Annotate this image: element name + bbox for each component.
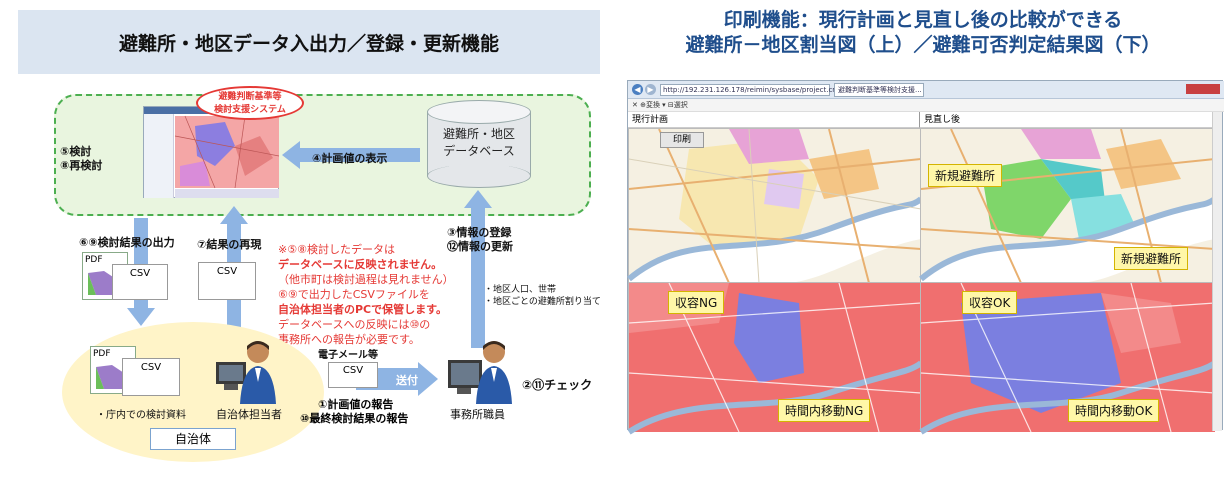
browser-menubar[interactable]: ✕ ⊕変換 ▾ ⊟選択 <box>628 99 1224 112</box>
address-bar[interactable]: http://192.231.126.178/reimin/sysbase/pr… <box>660 84 839 96</box>
csv-file-send: CSV <box>328 362 378 388</box>
db-label-1: 避難所・地区 <box>442 127 515 141</box>
note-line-2: データベースに反映されません。 <box>278 258 443 271</box>
pdf-label-lower: PDF <box>93 349 111 359</box>
csv-label-reproduce: CSV <box>216 266 238 277</box>
step-review-2: ⑧再検討 <box>60 159 103 172</box>
scrollbar[interactable] <box>1212 112 1222 431</box>
register-label-1: ③情報の登録 <box>447 226 512 239</box>
database-cylinder: 避難所・地区 データベース <box>427 100 531 188</box>
population-label: ・地区人口、世帯 ・地区ごとの避難所割り当て <box>484 284 601 308</box>
badge-line-2: 検討支援システム <box>214 105 286 115</box>
right-panel: 印刷機能：現行計画と見直し後の比較ができる 避難所－地区割当図（上）／避難可否判… <box>615 0 1231 493</box>
browser-tab[interactable]: 避難判断基準等検討支援... <box>834 83 924 97</box>
browser-window: ◀ ▶ http://192.231.126.178/reimin/sysbas… <box>627 80 1224 435</box>
step-review-1: ⑤検討 <box>60 145 92 158</box>
csv-file-lower: CSV <box>122 358 180 396</box>
reproduce-label: ⑦結果の再現 <box>197 238 262 251</box>
left-diagram: 避難所・地区データ入出力／登録・更新機能 避難判断基準等 検討支援システム ⑤検… <box>0 0 615 493</box>
panel-revised-header: 見直し後 <box>920 112 1214 128</box>
callout-capacity-ng: 収容NG <box>668 291 725 314</box>
population-line-1: ・地区人口、世帯 <box>484 285 557 295</box>
forward-icon[interactable]: ▶ <box>645 84 656 95</box>
register-label: ③情報の登録 ⑫情報の更新 <box>447 226 513 254</box>
callout-move-ng: 時間内移動NG <box>778 399 871 422</box>
callout-move-ok: 時間内移動OK <box>1068 399 1160 422</box>
right-title-line-1: 印刷機能：現行計画と見直し後の比較ができる <box>723 9 1123 31</box>
display-arrow <box>282 141 420 169</box>
output-label: ⑥⑨検討結果の出力 <box>79 236 175 249</box>
right-title: 印刷機能：現行計画と見直し後の比較ができる 避難所－地区割当図（上）／避難可否判… <box>615 8 1231 58</box>
report-line-1: ①計画値の報告 <box>318 398 394 411</box>
note-line-4: ⑥⑨で出力したCSVファイルを <box>278 288 430 301</box>
send-label: 送付 <box>396 374 418 387</box>
csv-label-send: CSV <box>342 365 364 376</box>
callout-capacity-ok: 収容OK <box>962 291 1018 314</box>
csv-label-lower: CSV <box>140 362 162 373</box>
note-line-7: 事務所への報告が必要です。 <box>278 333 420 346</box>
municipal-staff-icon <box>216 341 276 404</box>
system-badge: 避難判断基準等 検討支援システム <box>196 86 304 120</box>
population-line-2: ・地区ごとの避難所割り当て <box>484 297 601 307</box>
report-line-2: ⑩最終検討結果の報告 <box>300 412 409 425</box>
csv-file-upper: CSV <box>112 264 168 300</box>
internal-docs-label: ・庁内での検討資料 <box>96 410 186 421</box>
check-label: ②⑪チェック <box>522 378 593 392</box>
callout-new-shelter-1: 新規避難所 <box>928 164 1003 187</box>
municipality-tag: 自治体 <box>150 428 236 450</box>
callout-new-shelter-2: 新規避難所 <box>1114 247 1189 270</box>
db-label-2: データベース <box>443 144 515 158</box>
back-icon[interactable]: ◀ <box>632 84 643 95</box>
office-staff-label: 事務所職員 <box>450 408 505 421</box>
email-label: 電子メール等 <box>318 350 378 361</box>
register-label-2: ⑫情報の更新 <box>447 240 513 253</box>
note-line-5: 自治体担当者のPCで保管します。 <box>278 303 448 316</box>
browser-chrome: ◀ ▶ http://192.231.126.178/reimin/sysbas… <box>628 81 1224 99</box>
system-screenshot <box>143 106 280 198</box>
map-current-allocation <box>627 128 923 284</box>
office-staff-icon <box>448 341 512 404</box>
badge-line-1: 避難判断基準等 <box>218 92 282 102</box>
note-text: ※⑤⑧検討したデータは データベースに反映されません。 （他市町は検討過程は見れ… <box>278 242 454 347</box>
pdf-label-upper: PDF <box>85 255 103 265</box>
right-title-line-2: 避難所－地区割当図（上）／避難可否判定結果図（下） <box>685 34 1161 56</box>
note-line-6: データベースへの反映には⑩の <box>278 318 431 331</box>
window-controls[interactable] <box>1186 84 1220 94</box>
left-title: 避難所・地区データ入出力／登録・更新機能 <box>18 10 600 74</box>
municipal-staff-label: 自治体担当者 <box>216 408 282 421</box>
register-arrow <box>464 190 492 348</box>
step-review: ⑤検討 ⑧再検討 <box>60 145 102 173</box>
note-line-1: ※⑤⑧検討したデータは <box>278 243 395 256</box>
display-label: ④計画値の表示 <box>312 152 388 165</box>
report-label: ①計画値の報告 ⑩最終検討結果の報告 <box>300 398 408 426</box>
note-line-3: （他市町は検討過程は見れません） <box>278 273 454 286</box>
panel-current-header: 現行計画 <box>628 112 920 128</box>
csv-label-upper: CSV <box>129 268 151 279</box>
csv-file-reproduce: CSV <box>198 262 256 300</box>
print-button[interactable]: 印刷 <box>660 132 704 148</box>
